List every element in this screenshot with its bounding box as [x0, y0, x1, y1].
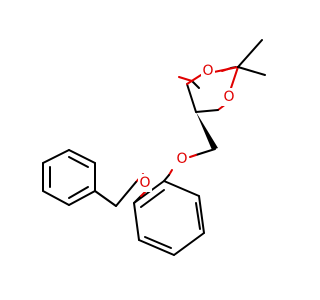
bond-ch2-oa — [195, 148, 216, 156]
bond-o1-red — [178, 76, 193, 82]
bond-ph-2 — [68, 149, 96, 164]
bond-ar-o2a — [133, 195, 142, 204]
o-ether-lower-bg — [138, 174, 152, 192]
bond-ph-dbl-1 — [68, 156, 89, 168]
bond-o2-ch2b — [115, 181, 137, 207]
bond-ch2-ob — [189, 154, 197, 158]
atom-o-ether-upper: O — [176, 151, 187, 167]
bond-ar-dbl-2 — [144, 236, 172, 249]
bond-o3-c4b — [195, 109, 219, 113]
wedge-bond — [196, 112, 218, 150]
bond-ph-dbl-3 — [68, 186, 89, 199]
bond-ar-2 — [198, 195, 205, 234]
bond-ph-5 — [42, 190, 70, 206]
bond-o1-c2a — [213, 66, 239, 73]
bond-c2-o3 — [230, 66, 239, 89]
bond-c4-c5 — [186, 83, 197, 113]
bond-ar-dbl-1 — [195, 202, 201, 230]
bond-ar-3 — [173, 232, 205, 256]
bond-c5-o1a — [186, 74, 202, 85]
bond-ph-6 — [68, 190, 96, 206]
bond-ar-dbl-3 — [140, 189, 165, 208]
o-ether-upper-bg — [175, 150, 189, 168]
bond-ringch2-o1 — [191, 80, 200, 89]
atom-o-ether-lower: O — [139, 175, 150, 191]
bond-methyl-2 — [237, 66, 266, 76]
bond-ch2-ph — [94, 190, 117, 207]
bond-o-ar-b — [163, 174, 170, 182]
bond-ar-5 — [133, 202, 140, 241]
molecule-diagram: O O O O — [42, 39, 266, 256]
bond-ph-3 — [42, 149, 70, 164]
structure-svg: O O O O — [42, 39, 266, 256]
o1-label-bg — [201, 62, 215, 80]
o3-label-bg — [222, 88, 236, 106]
bond-ar-1 — [163, 180, 200, 197]
bond-methyl-1 — [237, 39, 263, 68]
bond-ar-4 — [138, 239, 175, 256]
atom-o-ring-lower: O — [223, 89, 234, 105]
atom-o-ring-upper: O — [202, 63, 213, 79]
